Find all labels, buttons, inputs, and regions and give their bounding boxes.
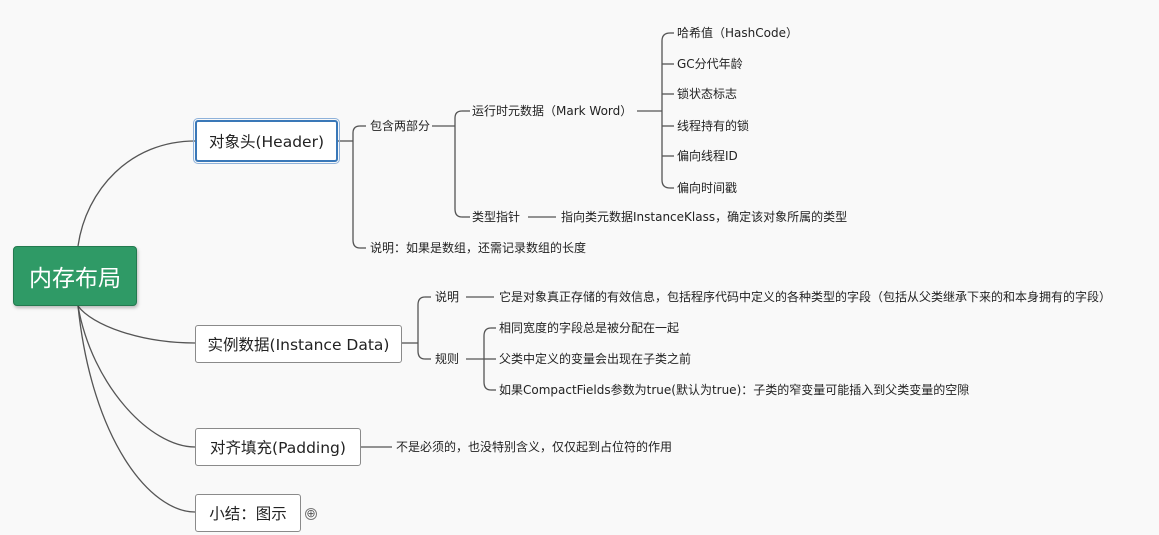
padding-node[interactable]: 对齐填充(Padding) bbox=[195, 428, 361, 466]
link-root-summary bbox=[77, 305, 196, 513]
summary-node[interactable]: 小结：图示 bbox=[195, 494, 301, 532]
header-note[interactable]: 说明：如果是数组，还需记录数组的长度 bbox=[370, 241, 587, 255]
mark-word-item[interactable]: 锁状态标志 bbox=[677, 87, 738, 101]
mark-word-label[interactable]: 运行时元数据（Mark Word） bbox=[472, 104, 633, 118]
bracket-markword bbox=[661, 32, 671, 189]
header-contains-label[interactable]: 包含两部分 bbox=[370, 119, 431, 133]
instance-explain-label[interactable]: 说明 bbox=[435, 290, 460, 304]
instance-rule-item[interactable]: 相同宽度的字段总是被分配在一起 bbox=[499, 321, 680, 335]
mark-word-item[interactable]: GC分代年龄 bbox=[677, 57, 743, 71]
mark-word-item[interactable]: 哈希值（HashCode） bbox=[677, 26, 798, 40]
instance-rule-item[interactable]: 如果CompactFields参数为true(默认为true)：子类的窄变量可能… bbox=[499, 383, 970, 397]
mark-word-item[interactable]: 线程持有的锁 bbox=[677, 119, 750, 133]
header-node[interactable]: 对象头(Header) bbox=[193, 118, 340, 164]
expand-icon[interactable]: ⊕ bbox=[305, 507, 317, 520]
root-node[interactable]: 内存布局 bbox=[13, 246, 137, 306]
bracket-header bbox=[352, 125, 361, 249]
bracket-contains bbox=[454, 110, 463, 218]
type-pointer-desc[interactable]: 指向类元数据InstanceKlass，确定该对象所属的类型 bbox=[561, 210, 848, 224]
link-root-header bbox=[77, 140, 196, 247]
instance-data-node[interactable]: 实例数据(Instance Data) bbox=[195, 325, 402, 363]
link-root-instance bbox=[77, 305, 196, 344]
padding-desc[interactable]: 不是必须的，也没特别含义，仅仅起到占位符的作用 bbox=[396, 440, 673, 454]
bracket-instance bbox=[417, 296, 426, 360]
instance-rule-item[interactable]: 父类中定义的变量会出现在子类之前 bbox=[499, 352, 692, 366]
mark-word-item[interactable]: 偏向时间戳 bbox=[677, 181, 738, 195]
type-pointer-label[interactable]: 类型指针 bbox=[472, 210, 521, 224]
instance-explain-text[interactable]: 它是对象真正存储的有效信息，包括程序代码中定义的各种类型的字段（包括从父类继承下… bbox=[499, 290, 1112, 304]
link-root-padding bbox=[77, 305, 196, 448]
mark-word-item[interactable]: 偏向线程ID bbox=[677, 149, 738, 163]
instance-rules-label[interactable]: 规则 bbox=[435, 352, 460, 366]
